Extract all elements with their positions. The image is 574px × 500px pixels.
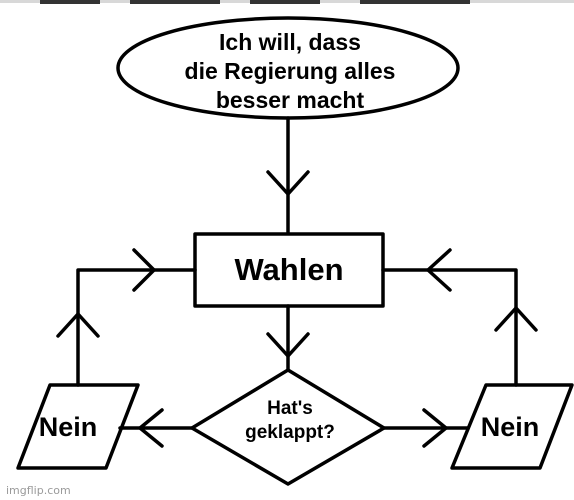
watermark-text: imgflip.com bbox=[6, 484, 71, 497]
arrowhead-down-decision bbox=[266, 332, 310, 358]
connector-left-loop bbox=[76, 268, 197, 387]
output-left-parallelogram bbox=[16, 383, 140, 470]
arrowhead-down-wahlen bbox=[266, 170, 310, 196]
decision-label-line-2: geklappt? bbox=[245, 422, 335, 443]
arrowhead-up-right bbox=[494, 306, 538, 332]
arrowhead-up-left bbox=[56, 312, 100, 338]
start-label: Ich will, dass die Regierung alles besse… bbox=[130, 24, 450, 118]
output-left-label: Nein bbox=[38, 411, 98, 442]
start-label-line-1: Ich will, dass bbox=[219, 28, 361, 55]
cropped-top-edge bbox=[0, 0, 574, 4]
arrowhead-right-into-wahlen bbox=[132, 248, 156, 292]
arrowhead-left-nein bbox=[138, 408, 164, 448]
arrowhead-right-nein bbox=[422, 408, 448, 448]
process-label: Wahlen bbox=[234, 252, 344, 287]
start-label-line-3: besser macht bbox=[215, 86, 365, 113]
output-right-parallelogram bbox=[450, 383, 574, 470]
output-right-label: Nein bbox=[480, 411, 540, 442]
arrowhead-left-into-wahlen bbox=[426, 248, 452, 292]
start-label-line-2: die Regierung alles bbox=[184, 57, 396, 84]
decision-label-line-1: Hat's bbox=[267, 398, 313, 419]
decision-label: Hat's geklappt? bbox=[210, 388, 370, 454]
decision-diamond bbox=[190, 368, 386, 486]
